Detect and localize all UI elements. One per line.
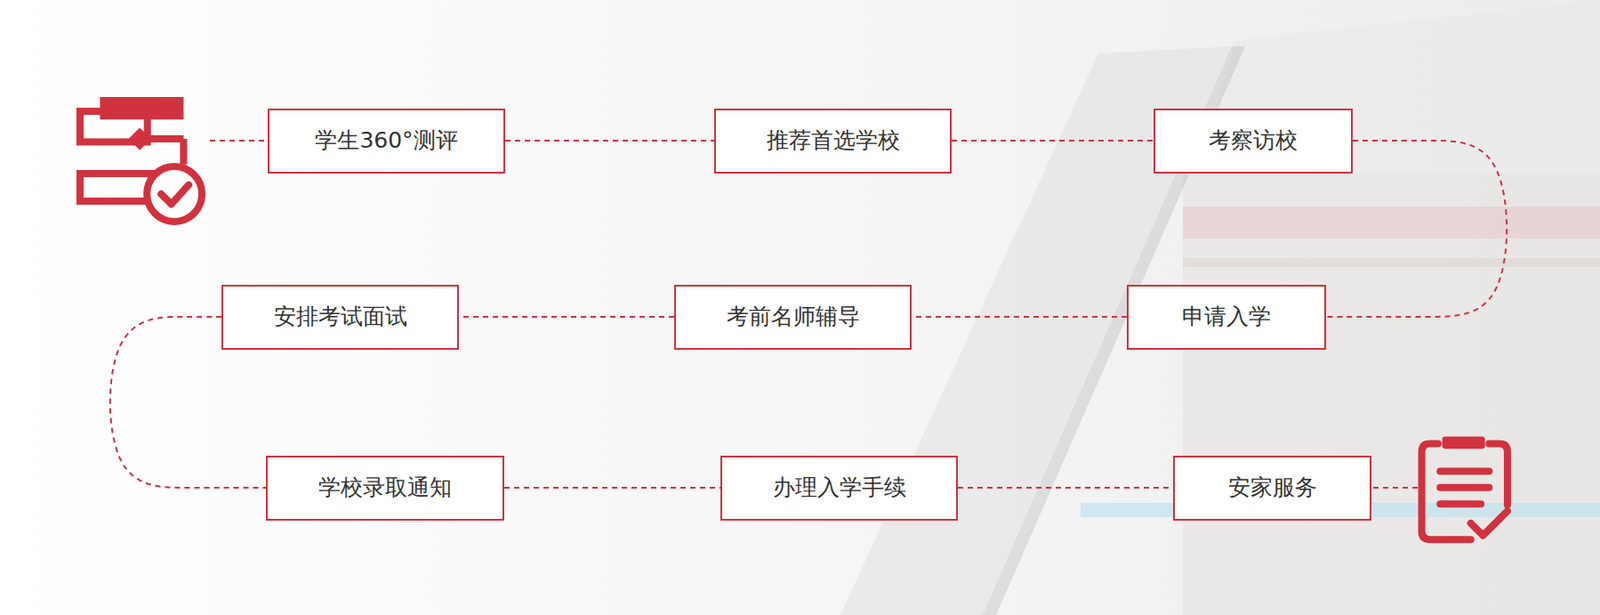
step-label: 安排考试面试: [273, 303, 408, 330]
step-label: 办理入学手续: [772, 474, 907, 501]
icon-line: [179, 138, 187, 165]
icon-line: [147, 135, 184, 143]
icon-line: [1439, 499, 1481, 507]
process-box: 安家服务: [1173, 455, 1372, 521]
step-label: 申请入学: [1181, 303, 1271, 330]
icon-line: [1439, 466, 1489, 475]
icon-box: [80, 173, 152, 202]
flowchart-icon: [80, 96, 202, 222]
process-box: 安排考试面试: [221, 284, 459, 350]
process-box: 推荐首选学校: [714, 108, 952, 174]
book-shape: [1196, 0, 1600, 174]
step-label: 考前名师辅导: [726, 303, 861, 330]
clipboard-icon: [1422, 435, 1508, 539]
dashed-connector: [505, 139, 715, 142]
dashed-connector: [911, 315, 1127, 318]
icon-outline: [1488, 442, 1508, 505]
icon-leader: [209, 139, 268, 142]
dashed-connector: [504, 486, 721, 489]
book-stack: [1182, 173, 1600, 615]
icon-line: [1439, 483, 1489, 491]
icon-circle: [146, 166, 202, 222]
icon-check: [160, 184, 189, 205]
process-box: 考察访校: [1153, 108, 1353, 174]
step-label: 学生360°测评: [314, 127, 458, 154]
process-box: 学校录取通知: [265, 455, 505, 521]
process-box: 考前名师辅导: [674, 284, 912, 350]
process-box: 办理入学手续: [720, 455, 958, 521]
step-label: 学校录取通知: [318, 474, 452, 501]
icon-clip: [1442, 435, 1486, 449]
dashed-connector: [951, 139, 1154, 142]
dashed-connector: [1326, 140, 1507, 317]
dashed-connector: [957, 486, 1174, 489]
book-stripe: [1182, 257, 1600, 267]
icon-diamond: [128, 127, 151, 150]
process-box: 学生360°测评: [267, 108, 506, 174]
step-label: 考察访校: [1208, 127, 1298, 154]
book-stripe: [1182, 206, 1600, 239]
step-label: 安家服务: [1228, 474, 1318, 501]
icon-check: [1471, 510, 1508, 536]
step-label: 推荐首选学校: [766, 127, 901, 154]
process-box: 申请入学: [1126, 284, 1327, 350]
icon-leader: [1373, 486, 1418, 489]
dashed-connector: [458, 315, 675, 318]
icon-outline: [1422, 442, 1472, 539]
